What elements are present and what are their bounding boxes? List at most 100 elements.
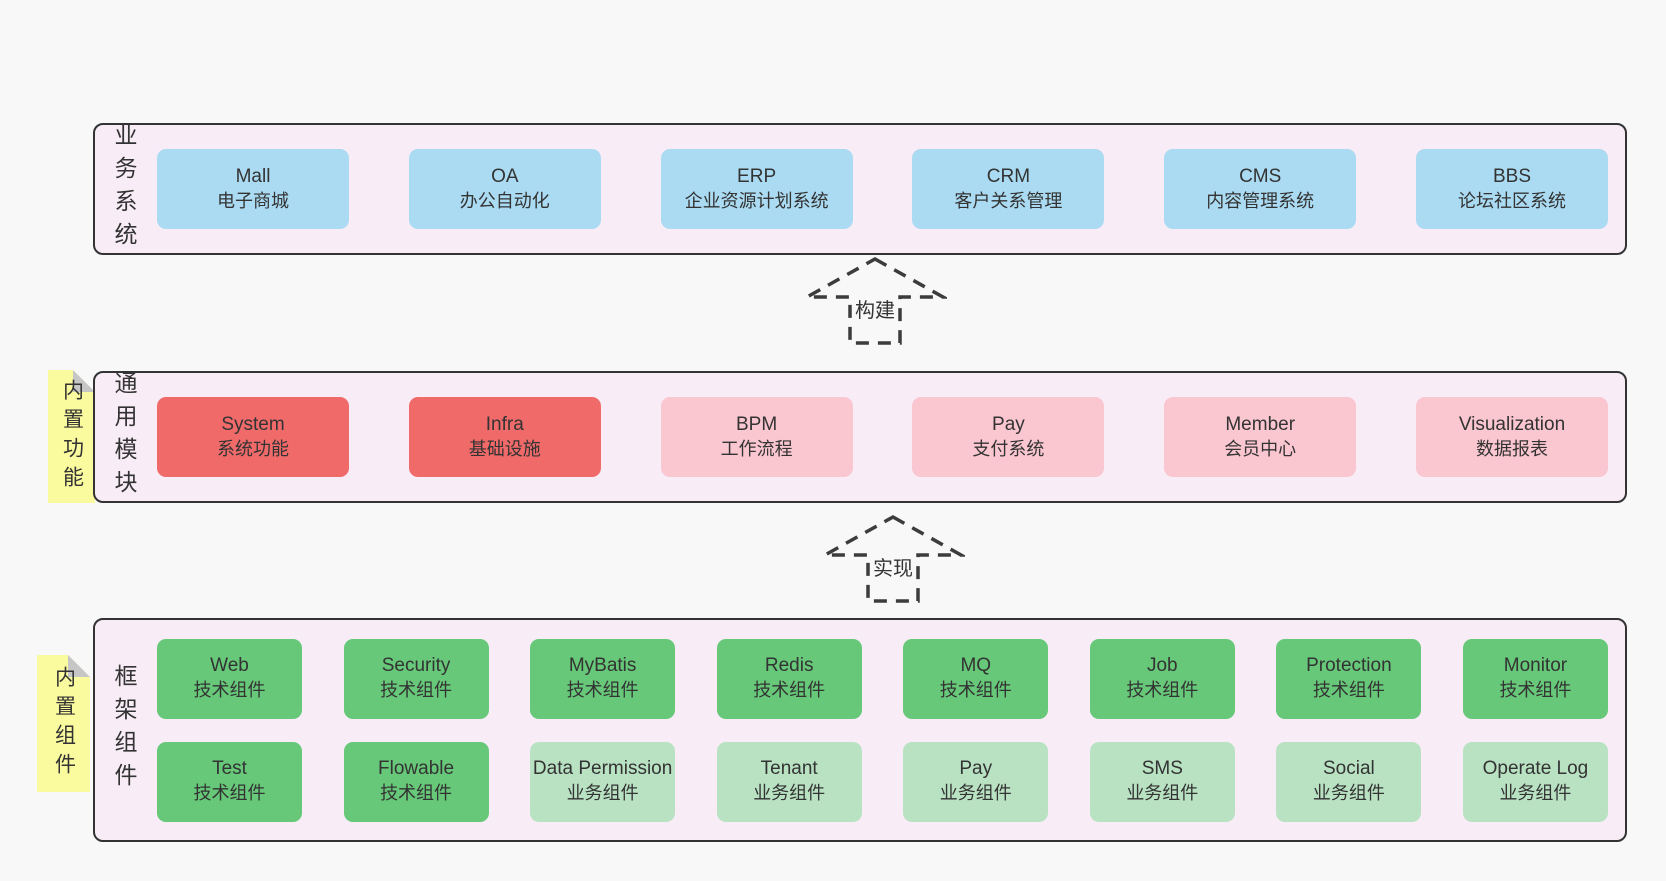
box-title: Member [1225,413,1296,435]
box-erp: ERP 企业资源计划系统 [660,149,853,229]
box-member: Member 会员中心 [1164,397,1357,477]
box-title: Flowable [378,758,455,780]
box-title: Protection [1306,655,1392,677]
box-redis: Redis 技术组件 [716,638,862,719]
box-sms: SMS 业务组件 [1089,741,1235,822]
box-title: MQ [960,655,992,677]
box-subtitle: 技术组件 [380,680,453,701]
box-subtitle: 业务组件 [939,783,1012,804]
box-bpm: BPM 工作流程 [660,397,853,477]
box-title: CRM [986,165,1031,187]
box-subtitle: 技术组件 [939,680,1012,701]
box-subtitle: 技术组件 [193,680,266,701]
box-test: Test 技术组件 [157,741,302,822]
box-job: Job 技术组件 [1089,638,1235,719]
box-subtitle: 技术组件 [1499,680,1572,701]
box-subtitle: 工作流程 [720,438,793,459]
box-title: CMS [1239,165,1282,187]
box-title: Visualization [1458,413,1566,435]
box-protection: Protection 技术组件 [1276,638,1422,719]
box-mq: MQ 技术组件 [903,638,1049,719]
box-mybatis: MyBatis 技术组件 [530,638,676,719]
box-title: Web [210,655,249,677]
sticky-note-builtin-functions: 内置功能 [48,370,95,503]
layer-title: 业务系统 [111,123,137,255]
box-subtitle: 技术组件 [753,680,826,701]
box-row: System 系统功能 Infra 基础设施 BPM 工作流程 Pay 支付系统 Member 会… [157,397,1608,477]
box-title: Pay [959,758,993,780]
box-pay: Pay 业务组件 [903,741,1049,822]
box-title: Data Permission [532,758,673,780]
box-subtitle: 业务组件 [1499,783,1572,804]
box-flowable: Flowable 技术组件 [343,741,489,822]
box-title: Monitor [1503,655,1568,677]
box-title: Infra [485,413,524,435]
box-title: Tenant [760,758,818,780]
dashed-up-arrow-icon [821,514,965,603]
box-subtitle: 技术组件 [566,680,639,701]
box-subtitle: 技术组件 [1126,680,1199,701]
box-title: Job [1146,655,1178,677]
box-subtitle: 电子商城 [217,190,289,211]
box-title: BBS [1492,165,1531,187]
box-title: Social [1323,758,1375,780]
box-title: Security [381,655,451,677]
box-title: MyBatis [568,655,637,677]
box-crm: CRM 客户关系管理 [912,149,1105,229]
dashed-up-arrow-icon [803,256,947,345]
box-bbs: BBS 论坛社区系统 [1415,149,1608,229]
sticky-note-builtin-components: 内置组件 [37,655,90,792]
box-subtitle: 技术组件 [380,783,453,804]
box-mall: Mall 电子商城 [157,149,349,229]
box-subtitle: 技术组件 [193,783,266,804]
arrow-label: 实现 [870,556,916,583]
box-title: BPM [736,413,778,435]
box-visualization: Visualization 数据报表 [1415,397,1608,477]
box-title: SMS [1141,758,1183,780]
box-title: Redis [764,655,814,677]
box-web: Web 技术组件 [157,638,302,719]
build-arrow: 构建 [803,256,947,346]
box-pay: Pay 支付系统 [912,397,1105,477]
box-subtitle: 业务组件 [753,783,826,804]
box-subtitle: 企业资源计划系统 [684,190,829,211]
box-subtitle: 客户关系管理 [954,190,1063,211]
box-subtitle: 系统功能 [217,438,289,459]
layer-title: 通用模块 [111,371,137,503]
box-grid: System 系统功能 Infra 基础设施 BPM 工作流程 Pay 支付系统 Member 会… [157,373,1608,501]
box-subtitle: 技术组件 [1312,680,1385,701]
box-security: Security 技术组件 [343,638,489,719]
box-title: ERP [737,165,777,187]
box-title: Mall [235,165,271,187]
box-subtitle: 论坛社区系统 [1457,190,1566,211]
layer-title: 框架组件 [111,664,137,796]
box-title: Pay [992,413,1025,435]
box-subtitle: 业务组件 [1312,783,1385,804]
box-subtitle: 基础设施 [468,438,541,459]
box-infra: Infra 基础设施 [408,397,601,477]
box-title: Test [212,758,247,780]
arrow-label: 构建 [852,298,898,325]
box-subtitle: 支付系统 [972,438,1045,459]
box-cms: CMS 内容管理系统 [1164,149,1357,229]
implement-arrow: 实现 [821,514,965,604]
box-title: System [221,413,285,435]
box-subtitle: 内容管理系统 [1206,190,1315,211]
box-title: OA [491,165,519,187]
box-subtitle: 业务组件 [1126,783,1199,804]
sticky-note-label: 内置组件 [52,665,76,782]
box-monitor: Monitor 技术组件 [1462,638,1608,719]
box-subtitle: 数据报表 [1475,438,1548,459]
sticky-note-label: 内置功能 [60,378,84,495]
box-subtitle: 会员中心 [1224,438,1297,459]
